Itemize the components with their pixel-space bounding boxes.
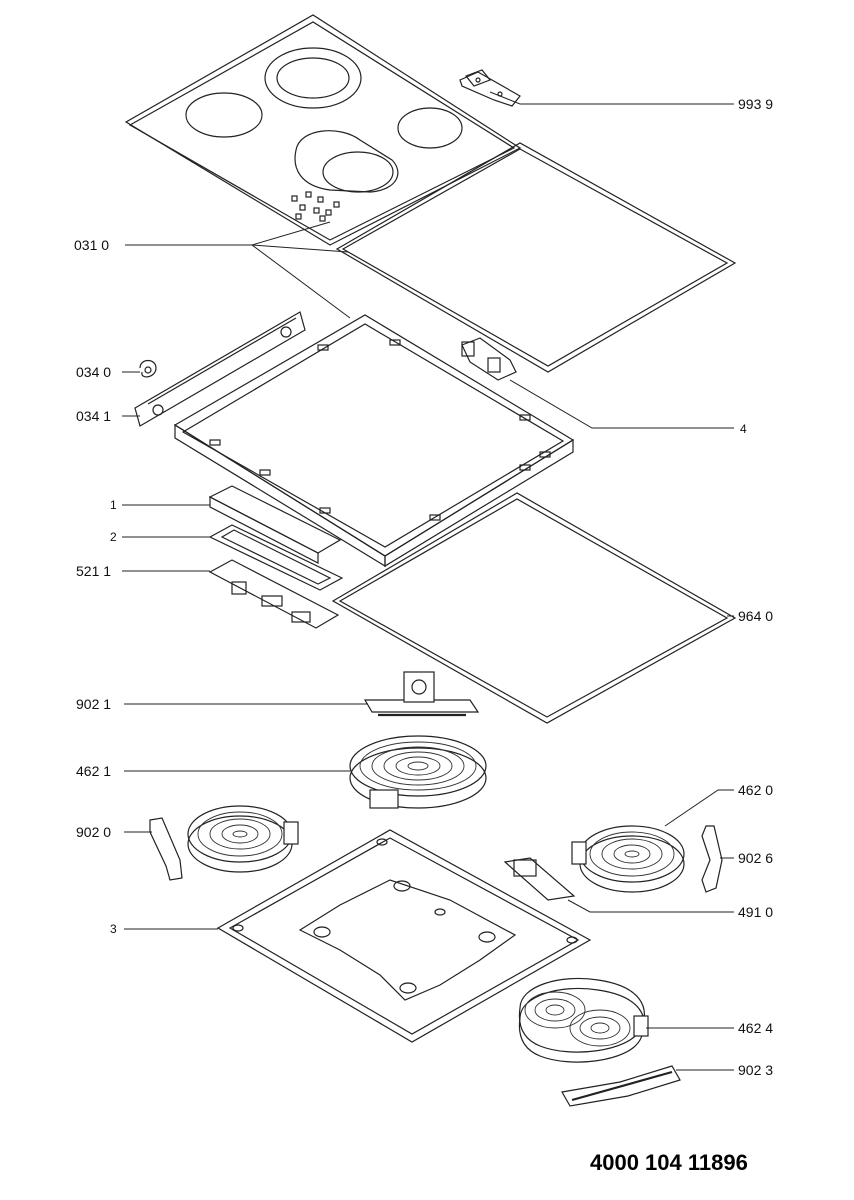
frame-slots bbox=[209, 339, 551, 521]
leader-lines bbox=[122, 91, 734, 1071]
heating-element-left bbox=[187, 805, 299, 873]
main-frame bbox=[173, 314, 575, 568]
control-board-5211 bbox=[208, 559, 340, 629]
callout-0341: 034 1 bbox=[76, 408, 111, 424]
callout-labels: 993 9 031 0 034 0 034 1 4 1 2 521 1 964 … bbox=[74, 96, 773, 1078]
callout-4621: 462 1 bbox=[76, 763, 111, 779]
limiter-4910 bbox=[503, 857, 576, 901]
bracket-9026 bbox=[701, 825, 723, 893]
bracket-9020 bbox=[149, 817, 183, 881]
bracket-4 bbox=[461, 337, 517, 381]
tray-bosses bbox=[232, 838, 578, 994]
document-number: 4000 104 11896 bbox=[590, 1150, 748, 1175]
callout-9023: 902 3 bbox=[738, 1062, 773, 1078]
heating-element-4621 bbox=[349, 735, 487, 809]
glass-cooktop-top bbox=[124, 14, 522, 246]
callout-5211: 521 1 bbox=[76, 563, 111, 579]
plate-2 bbox=[208, 524, 344, 591]
housing-1 bbox=[208, 485, 342, 564]
callout-0340: 034 0 bbox=[76, 364, 111, 380]
heating-element-4624 bbox=[518, 977, 649, 1063]
side-rail-0341 bbox=[134, 311, 306, 427]
callout-4910: 491 0 bbox=[738, 904, 773, 920]
callout-9640: 964 0 bbox=[738, 608, 773, 624]
callout-4620: 462 0 bbox=[738, 782, 773, 798]
callout-4: 4 bbox=[740, 422, 747, 436]
touch-control-symbols bbox=[291, 191, 340, 222]
callout-3: 3 bbox=[110, 922, 117, 936]
callout-1: 1 bbox=[110, 498, 117, 512]
callout-9939: 993 9 bbox=[738, 96, 773, 112]
callout-9020: 902 0 bbox=[76, 824, 111, 840]
gasket-9640 bbox=[331, 492, 737, 724]
bracket-9021 bbox=[363, 671, 480, 717]
callout-9026: 902 6 bbox=[738, 850, 773, 866]
bracket-9023 bbox=[561, 1065, 681, 1107]
seal-frame-glass bbox=[335, 142, 737, 373]
callout-9021: 902 1 bbox=[76, 696, 111, 712]
callout-4624: 462 4 bbox=[738, 1020, 773, 1036]
clip-0340 bbox=[139, 359, 157, 378]
callout-2: 2 bbox=[110, 530, 117, 544]
heating-element-4620 bbox=[571, 825, 685, 893]
base-tray-3 bbox=[216, 829, 592, 1043]
callout-0310: 031 0 bbox=[74, 237, 109, 253]
